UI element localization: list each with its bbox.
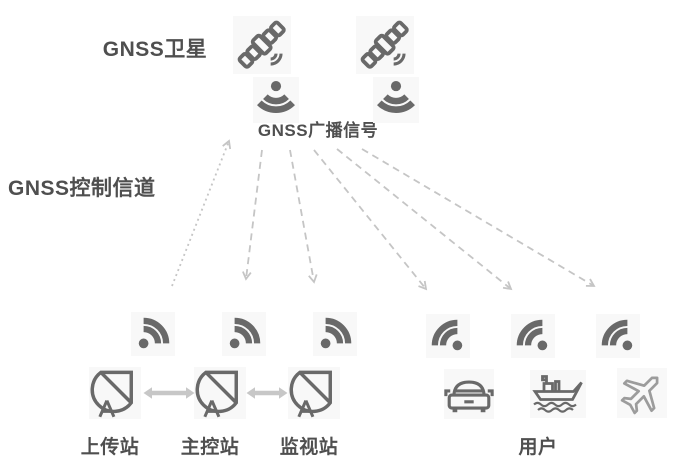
satellite-1: [233, 16, 291, 74]
user-car: [444, 369, 494, 419]
satellite-icon: [221, 4, 303, 86]
downlink-signal-icon: [417, 305, 479, 367]
upload-station: [89, 367, 141, 419]
satellites-label: GNSS卫星: [102, 38, 208, 61]
downlink-arrow-car: [313, 149, 428, 291]
broadcast-signal-icon: [373, 77, 419, 123]
downlink-signal-icon: [587, 305, 649, 367]
control-uplink-dotted-arrow: [171, 139, 232, 287]
user-ship: [530, 370, 586, 418]
uplink-signal-icon: [304, 303, 366, 365]
station-link-arrow-2: [246, 387, 288, 399]
monitor-station-label: 监视站: [279, 437, 339, 458]
monitor-station: [288, 367, 340, 419]
station-link-arrow-1: [143, 387, 195, 399]
broadcast-signal-1: [253, 77, 299, 123]
car-signal: [426, 314, 470, 358]
users-label: 用户: [518, 437, 558, 458]
downlink-signal-icon: [502, 305, 564, 367]
master-station-label: 主控站: [180, 437, 240, 458]
master-station-signal: [222, 312, 266, 356]
downlink-arrow-plane: [361, 148, 596, 287]
satellite-dish-icon: [194, 367, 246, 419]
airplane-icon: [617, 368, 667, 418]
satellite-icon: [344, 4, 426, 86]
uplink-signal-icon: [122, 303, 184, 365]
monitor-station-signal: [313, 312, 357, 356]
control-channel-label: GNSS控制信道: [8, 177, 156, 200]
downlink-arrow-ship: [336, 148, 513, 291]
plane-signal: [596, 314, 640, 358]
satellite-dish-icon: [89, 367, 141, 419]
ship-icon: [530, 370, 586, 418]
broadcast-signal-label: GNSS广播信号: [257, 121, 379, 140]
downlink-arrow-monitor: [289, 149, 318, 284]
ship-signal: [511, 314, 555, 358]
broadcast-signal-icon: [253, 77, 299, 123]
downlink-arrow-master: [242, 149, 263, 281]
satellite-2: [356, 16, 414, 74]
master-station: [194, 367, 246, 419]
upload-station-label: 上传站: [80, 437, 140, 458]
user-plane: [617, 368, 667, 418]
broadcast-signal-2: [373, 77, 419, 123]
uplink-signal-icon: [213, 303, 275, 365]
car-icon: [444, 369, 494, 419]
upload-station-signal: [131, 312, 175, 356]
satellite-dish-icon: [288, 367, 340, 419]
